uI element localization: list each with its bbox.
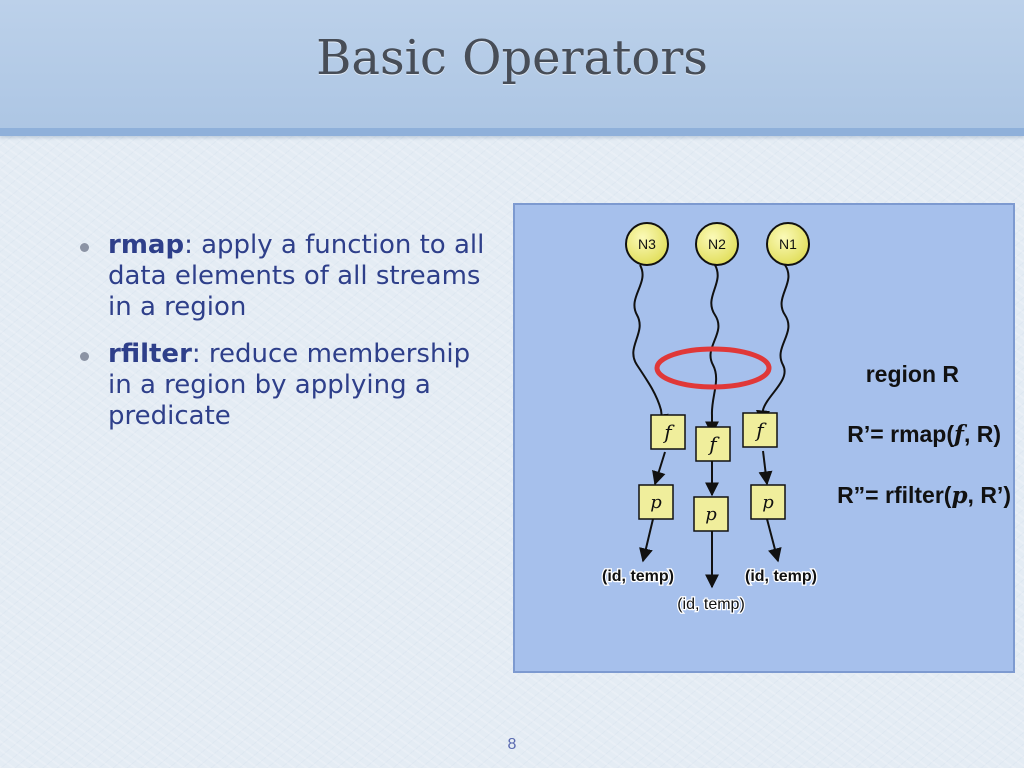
slide-title: Basic Operators [316, 30, 708, 86]
function-box-n1: f [742, 412, 778, 448]
bullet-dot-icon [80, 352, 89, 361]
rmap-formula: R’= rmap(f, R) [847, 421, 1001, 448]
predicate-symbol: p [762, 492, 774, 513]
stream-line-n2 [705, 264, 720, 436]
bullet-rfilter: rfilter: reduce membership in a region b… [76, 339, 496, 432]
diagram-panel: N3 N2 N1 f f f p p [513, 203, 1015, 673]
node-n3: N3 [625, 222, 669, 266]
node-n1: N1 [766, 222, 810, 266]
region-label: region R [866, 361, 960, 387]
bullet-list: rmap: apply a function to all data eleme… [76, 230, 496, 448]
output-label-left: (id, temp) [602, 568, 674, 585]
rfilter-formula-prefix: R”= rfilter( [837, 482, 952, 508]
predicate-symbol: p [650, 492, 662, 513]
node-label: N3 [638, 236, 656, 252]
bullet-term: rmap [108, 230, 185, 260]
page-number: 8 [507, 736, 517, 753]
rfilter-formula-symbol: p [951, 482, 967, 509]
bullet-term: rfilter [108, 339, 192, 369]
operator-diagram: N3 N2 N1 f f f p p [601, 222, 1011, 614]
output-label-middle: (id, temp) [677, 596, 745, 613]
arrow-f1-to-p1 [758, 450, 773, 486]
predicate-box-n1: p [750, 484, 786, 520]
predicate-symbol: p [705, 504, 717, 525]
rfilter-formula: R”= rfilter(p, R’) [837, 482, 1011, 509]
node-label: N2 [708, 236, 726, 252]
arrow-p1-to-out1 [766, 518, 782, 563]
title-bar: Basic Operators [0, 0, 1024, 136]
bullet-rmap: rmap: apply a function to all data eleme… [76, 230, 496, 323]
bullet-text: : apply a function to all data elements … [108, 230, 485, 322]
rfilter-formula-suffix: , R’) [968, 482, 1011, 508]
output-label-right: (id, temp) [745, 568, 817, 585]
node-n2: N2 [695, 222, 739, 266]
stream-line-n3 [632, 264, 669, 429]
bullet-text: : reduce membership in a region by apply… [108, 339, 471, 431]
bullet-dot-icon [80, 243, 89, 252]
node-label: N1 [779, 236, 797, 252]
function-box-n2: f [695, 426, 731, 462]
function-box-n3: f [650, 414, 686, 450]
arrow-p3-to-out3 [639, 518, 654, 563]
rmap-formula-suffix: , R) [964, 421, 1001, 447]
region-ring [654, 346, 772, 390]
predicate-box-n2: p [693, 496, 729, 532]
predicate-box-n3: p [638, 484, 674, 520]
rmap-formula-prefix: R’= rmap( [847, 421, 954, 447]
stream-line-n1 [755, 264, 790, 425]
arrow-f3-to-p3 [652, 451, 666, 486]
